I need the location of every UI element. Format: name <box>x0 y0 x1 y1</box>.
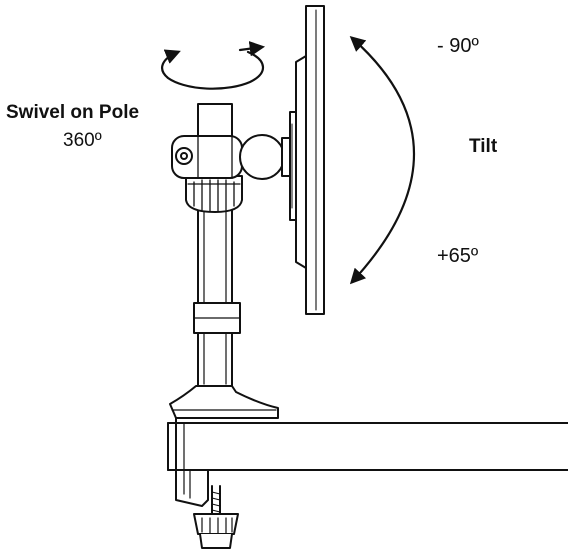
pole-collar <box>193 302 241 334</box>
clamp-screw <box>211 485 221 515</box>
pole <box>197 103 233 387</box>
monitor <box>295 5 325 315</box>
tilt-top-angle: - 90º <box>437 35 479 57</box>
swivel-title: Swivel on Pole <box>6 102 140 123</box>
desk <box>167 422 568 471</box>
swivel-rotation-arrow <box>161 41 266 90</box>
arm-joint <box>239 134 295 180</box>
tilt-bottom-angle: +65º <box>437 245 479 267</box>
tilt-arc-arrow <box>349 35 416 285</box>
desk-clamp <box>169 385 279 507</box>
height-adjust-ring <box>185 175 243 213</box>
tilt-title: Tilt <box>469 136 498 157</box>
swivel-angle: 360º <box>63 130 102 151</box>
swivel-head <box>171 135 243 179</box>
clamp-knob <box>193 513 239 549</box>
